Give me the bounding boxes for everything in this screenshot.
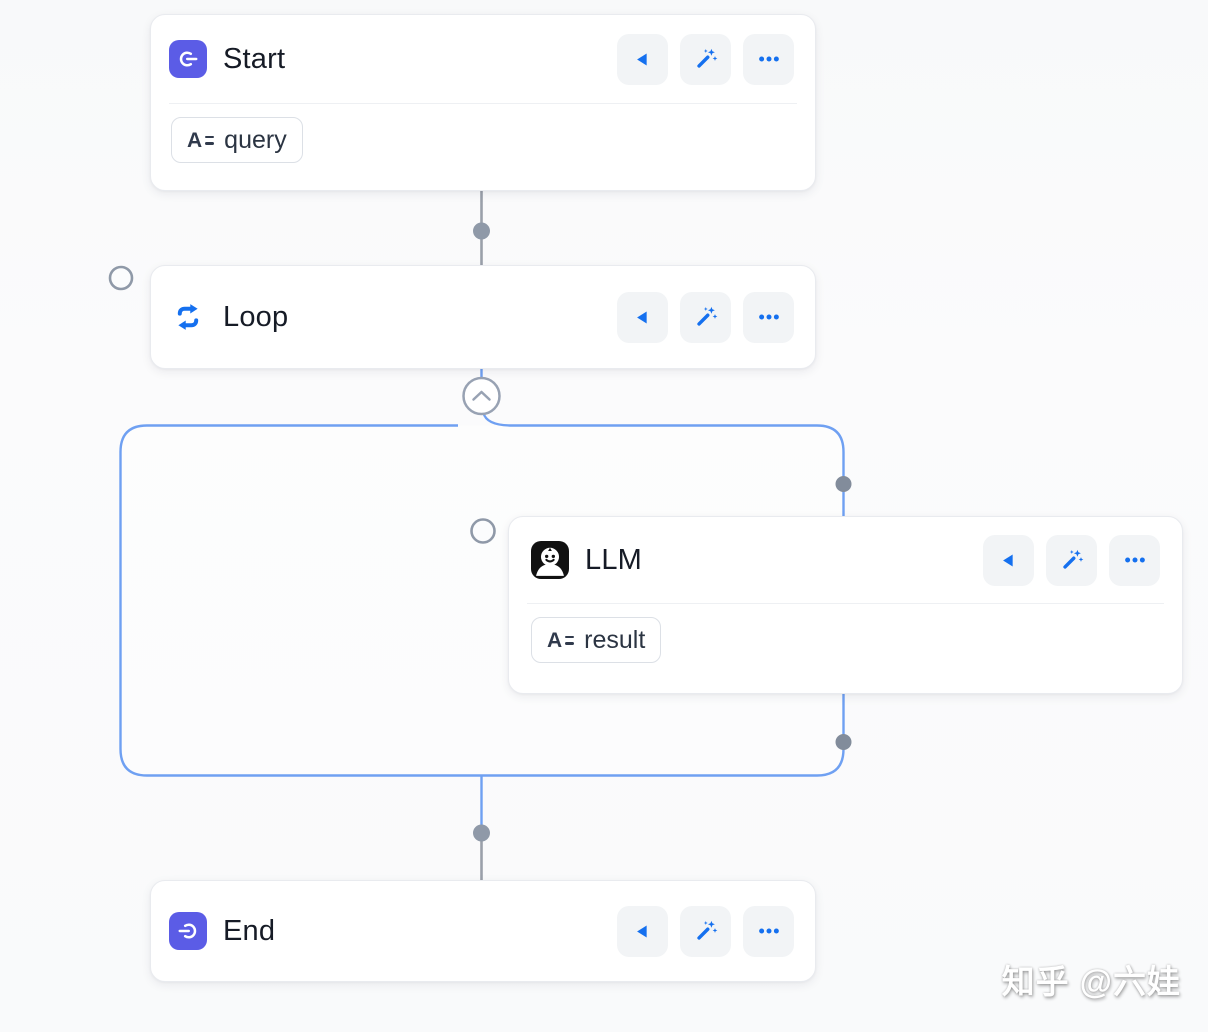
edge-loop-into-container (482, 412, 513, 427)
start-node-icon (169, 40, 207, 78)
play-left-icon (637, 924, 647, 938)
magic-wand-icon (696, 48, 717, 68)
node-llm[interactable]: LLM A result (508, 516, 1183, 694)
variable-name: result (584, 625, 646, 654)
run-button[interactable] (617, 33, 668, 85)
variable-chip[interactable]: A result (531, 617, 662, 663)
loop-node-icon (169, 298, 207, 336)
more-button[interactable] (743, 291, 794, 343)
ellipsis-icon (758, 56, 779, 62)
more-button[interactable] (1109, 534, 1160, 586)
edge-handle-dot[interactable] (473, 824, 490, 842)
variable-chip[interactable]: A query (171, 117, 303, 163)
node-end[interactable]: End (150, 880, 816, 982)
node-actions (617, 905, 794, 957)
end-node-icon (169, 912, 207, 950)
more-button[interactable] (743, 905, 794, 957)
node-start[interactable]: Start A query (150, 14, 816, 191)
divider (169, 103, 797, 104)
node-title: LLM (585, 543, 643, 576)
chevron-up-icon (472, 390, 491, 401)
llm-node-icon (531, 541, 569, 579)
node-title: End (223, 914, 276, 947)
variable-icon: A (547, 630, 575, 651)
node-actions (617, 33, 794, 85)
generate-button[interactable] (680, 905, 731, 957)
generate-button[interactable] (680, 291, 731, 343)
run-button[interactable] (617, 905, 668, 957)
collapse-loop-button[interactable] (462, 376, 501, 416)
play-left-icon (1003, 553, 1013, 567)
magic-wand-icon (696, 306, 717, 326)
variable-icon: A (187, 130, 215, 151)
play-left-icon (637, 52, 647, 66)
generate-button[interactable] (1046, 534, 1097, 586)
zhihu-watermark: 知乎 @六娃 (1001, 963, 1181, 1000)
variable-name: query (224, 125, 287, 154)
edge-handle-dot[interactable] (473, 222, 490, 240)
ellipsis-icon (758, 314, 779, 320)
magic-wand-icon (1062, 549, 1083, 569)
node-title: Start (223, 42, 286, 75)
ellipsis-icon (758, 928, 779, 934)
node-title: Loop (223, 300, 289, 333)
run-button[interactable] (983, 534, 1034, 586)
generate-button[interactable] (680, 33, 731, 85)
llm-node-handle[interactable] (470, 518, 496, 544)
run-button[interactable] (617, 291, 668, 343)
more-button[interactable] (743, 33, 794, 85)
loop-edge-in-dot[interactable] (835, 476, 852, 492)
node-actions (617, 291, 794, 343)
node-actions (983, 534, 1160, 586)
divider (527, 603, 1164, 604)
loop-node-handle[interactable] (108, 265, 134, 291)
loop-edge-out-dot[interactable] (835, 734, 852, 750)
play-left-icon (637, 310, 647, 324)
ellipsis-icon (1124, 557, 1145, 563)
magic-wand-icon (696, 920, 717, 940)
node-loop[interactable]: Loop (150, 265, 816, 369)
